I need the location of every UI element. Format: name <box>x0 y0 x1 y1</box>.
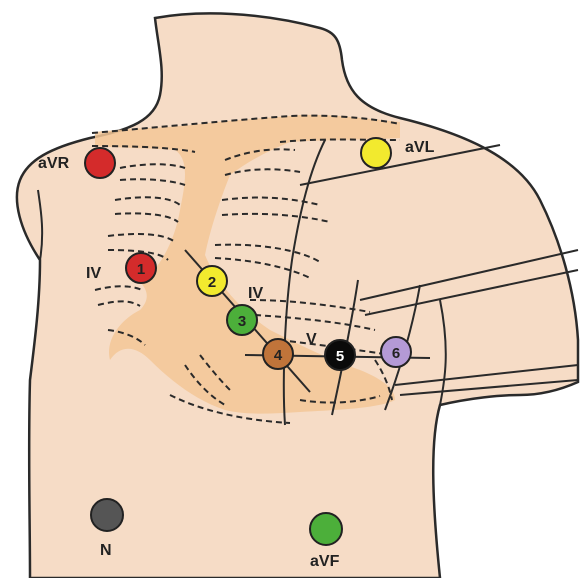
label-avl: aVL <box>405 139 435 156</box>
electrode-avr <box>85 148 115 178</box>
svg-text:4: 4 <box>274 347 283 364</box>
electrode-v4: 4 <box>263 339 293 369</box>
torso-outline <box>17 13 578 578</box>
electrode-v3: 3 <box>227 305 257 335</box>
label-v: V <box>306 331 317 348</box>
svg-text:6: 6 <box>392 345 400 362</box>
label-avr: aVR <box>38 155 70 172</box>
electrode-v6: 6 <box>381 337 411 367</box>
svg-text:1: 1 <box>137 261 145 278</box>
electrode-n <box>91 499 123 531</box>
svg-text:5: 5 <box>336 348 344 365</box>
svg-text:2: 2 <box>208 274 216 291</box>
label-avf: aVF <box>310 553 340 570</box>
electrode-v5: 5 <box>325 340 355 370</box>
label-iv-right: IV <box>248 285 263 302</box>
electrode-avl <box>361 138 391 168</box>
electrode-avf <box>310 513 342 545</box>
label-iv-left: IV <box>86 265 101 282</box>
label-n: N <box>100 542 112 559</box>
electrode-v2: 2 <box>197 266 227 296</box>
svg-text:3: 3 <box>238 313 246 330</box>
electrode-v1: 1 <box>126 253 156 283</box>
